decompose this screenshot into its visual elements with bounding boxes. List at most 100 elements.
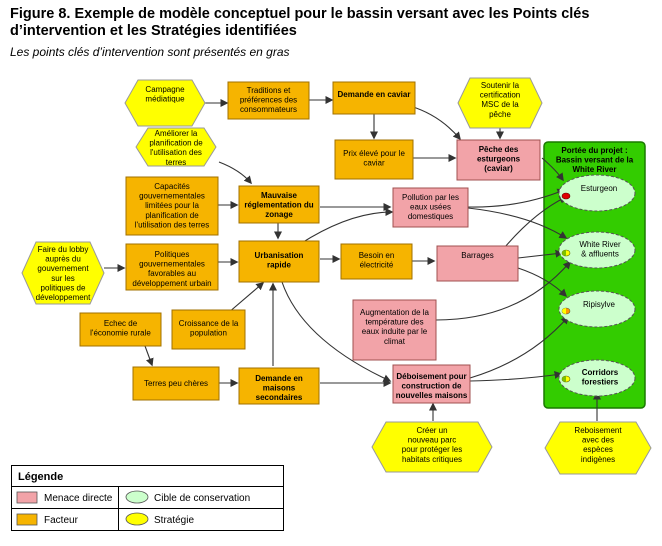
- target-corridors: [558, 359, 636, 397]
- text-line: l'économie rurale: [90, 329, 151, 338]
- legend-facteur-label: Facteur: [44, 515, 79, 526]
- text-line: auprès du: [45, 255, 81, 264]
- legend-menace-swatch: [16, 491, 38, 504]
- text-line: eaux induite par le: [362, 327, 428, 336]
- text-line: gouvernementales: [139, 260, 205, 269]
- legend-title: Légende: [18, 471, 63, 483]
- text-line: médiatique: [145, 95, 185, 104]
- text-line: Urbanisation: [255, 251, 304, 260]
- arrow-deboisement-corridors: [469, 370, 563, 382]
- text-line: Campagne: [145, 85, 185, 94]
- threat-deboisement: [392, 364, 471, 404]
- text-line: White River: [579, 240, 621, 249]
- text-line: Soutenir la: [481, 81, 520, 90]
- text-line: Pêche des: [479, 145, 519, 154]
- text-line: Esturgeon: [581, 184, 617, 193]
- text-line: gouvernement: [37, 264, 89, 273]
- text-line: habitats critiques: [402, 455, 462, 464]
- text-line: Traditions et: [247, 86, 292, 95]
- arrow-deboisement-ripisylve: [469, 315, 569, 379]
- text-line: esturgeons: [477, 155, 521, 164]
- text-line: Pollution par les: [402, 193, 459, 202]
- figure-subtitle: Les points clés d’intervention sont prés…: [10, 45, 290, 59]
- target-white-river: [558, 231, 636, 269]
- text-line: nouveau parc: [408, 436, 456, 445]
- arrow-croissance-urbanisation: [227, 282, 265, 314]
- threat-peche: [456, 139, 541, 181]
- text-line: avec des: [582, 436, 614, 445]
- arrow-urbanisation-deboisement: [281, 281, 392, 382]
- factor-terres: [132, 366, 220, 401]
- factor-echec: [79, 312, 162, 347]
- text-line: domestiques: [408, 212, 453, 221]
- text-line: Améliorer la: [155, 129, 198, 138]
- text-line: Barrages: [461, 251, 493, 260]
- text-line: maisons: [263, 384, 296, 393]
- text-line: secondaires: [256, 393, 303, 402]
- arrow-demande-caviar-peche: [409, 105, 461, 141]
- text-line: Croissance de la: [179, 319, 239, 328]
- text-line: pêche: [489, 110, 511, 119]
- figure-title: Figure 8. Exemple de modèle conceptuel p…: [10, 6, 590, 39]
- text-line: Echec de: [104, 319, 138, 328]
- text-line: l'utilisation des: [150, 148, 202, 157]
- text-line: réglementation du: [244, 201, 313, 210]
- text-line: électricité: [360, 261, 394, 270]
- text-line: (caviar): [484, 164, 513, 173]
- factor-terres-label: Terres peu chères: [144, 379, 208, 388]
- text-line: Demande en: [255, 374, 303, 383]
- threat-barrages: [436, 245, 519, 282]
- factor-besoin: [340, 243, 413, 280]
- target-ripisylve: [558, 290, 636, 328]
- arrow-barrages-ripisylve: [517, 267, 568, 298]
- text-line: espèces: [583, 445, 613, 454]
- target-esturgeon-label: Esturgeon: [581, 184, 617, 193]
- text-line: pour protéger les: [402, 445, 462, 454]
- target-white-river-label: White River& affluents: [579, 240, 621, 259]
- arrow-augmentation-whiteriver: [435, 260, 571, 321]
- ripisylve-status-half-icon: [562, 308, 566, 314]
- factor-demande-maisons: [238, 367, 320, 405]
- strategy-reboisement: [544, 421, 652, 475]
- text-line: Ripisylve: [583, 300, 616, 309]
- text-line: Créer un: [416, 426, 447, 435]
- legend-cible-swatch: [125, 490, 149, 504]
- white-river-status-half-icon: [562, 250, 566, 256]
- text-line: MSC de la: [481, 100, 519, 109]
- factor-urbanisation: [238, 240, 320, 283]
- factor-demande-caviar: [332, 81, 416, 115]
- factor-politiques: [125, 243, 219, 291]
- text-line: climat: [384, 337, 406, 346]
- text-line: développement urbain: [132, 279, 211, 288]
- text-line: politiques de: [41, 283, 86, 292]
- text-line: Politiques: [155, 250, 190, 259]
- text-line: préférences des: [240, 96, 297, 105]
- legend-strategie-label: Stratégie: [154, 515, 194, 526]
- legend-facteur-swatch: [16, 513, 38, 526]
- strategy-campagne: [124, 79, 206, 127]
- text-line: construction de: [401, 382, 462, 391]
- factor-prix-eleve: [334, 139, 414, 180]
- strategy-creer-parc: [371, 421, 493, 473]
- text-line: Bassin versant de la: [556, 156, 634, 165]
- text-line: Corridors: [582, 368, 619, 377]
- legend-menace-label: Menace directe: [44, 493, 113, 504]
- text-line: terres: [166, 158, 186, 167]
- text-line: caviar: [363, 159, 385, 168]
- legend-cible-label: Cible de conservation: [154, 493, 250, 504]
- arrow-echec-terres: [144, 345, 154, 367]
